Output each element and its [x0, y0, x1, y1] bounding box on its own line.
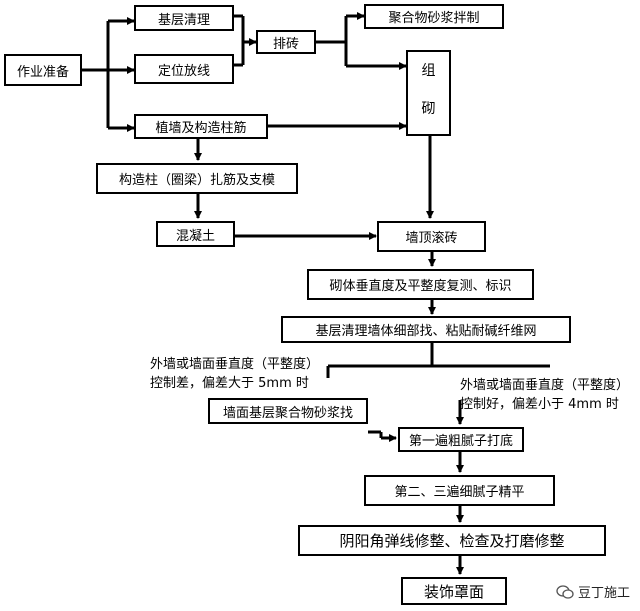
- node-prep: 作业准备: [4, 54, 82, 86]
- node-column: 构造柱（圈梁）扎筋及支模: [96, 163, 298, 194]
- node-build: 组 砌: [406, 50, 451, 136]
- note-left: 外墙或墙面垂直度（平整度） 控制差，偏差大于 5mm 时: [150, 357, 320, 391]
- node-plant: 植墙及构造柱筋: [134, 114, 268, 139]
- node-finish: 装饰罩面: [401, 577, 507, 605]
- wechat-icon: [556, 584, 574, 599]
- node-detail: 基层清理墙体细部找、粘贴耐碱纤维网: [281, 316, 571, 343]
- node-recheck: 砌体垂直度及平整度复测、标识: [307, 269, 534, 300]
- node-putty23: 第二、三遍细腻子精平: [364, 475, 555, 506]
- node-putty1: 第一遍粗腻子打底: [398, 427, 524, 452]
- node-arrange: 排砖: [256, 30, 316, 54]
- note-right: 外墙或墙面垂直度（平整度） 控制好，偏差小于 4mm 时: [460, 378, 630, 412]
- node-top-brick: 墙顶滚砖: [377, 221, 486, 252]
- node-corner: 阴阳角弹线修整、检查及打磨修整: [298, 525, 606, 556]
- node-position: 定位放线: [134, 54, 234, 84]
- node-base-mortar: 墙面基层聚合物砂浆找: [208, 398, 368, 424]
- node-base-clean: 基层清理: [134, 5, 234, 31]
- node-pour: 混凝土: [156, 221, 235, 247]
- watermark: 豆丁施工: [556, 582, 630, 601]
- node-mortar-mix: 聚合物砂浆拌制: [364, 4, 504, 29]
